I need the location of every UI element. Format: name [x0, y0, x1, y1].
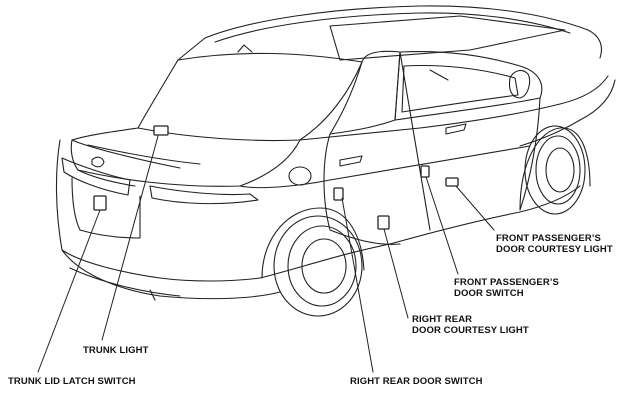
rear-spoiler — [87, 144, 201, 165]
trunk-light-marker — [153, 125, 169, 136]
leader-trunk-light — [101, 135, 159, 341]
leader-front-passenger-door-switch — [425, 176, 459, 275]
car-roof — [177, 5, 603, 61]
label-line: TRUNK LID LATCH SWITCH — [8, 376, 136, 387]
front-door-handle — [445, 123, 467, 135]
label-line: DOOR COURTESY LIGHT — [496, 244, 613, 255]
shark-fin-antenna — [237, 44, 253, 53]
right-rear-door-switch-marker — [333, 187, 344, 201]
label-front-passenger-door-switch: FRONT PASSENGER’S DOOR SWITCH — [454, 277, 559, 299]
license-plate-area — [71, 156, 141, 239]
label-line: RIGHT REAR DOOR SWITCH — [350, 376, 483, 387]
body-side — [239, 75, 616, 279]
label-trunk-lid-latch-switch: TRUNK LID LATCH SWITCH — [8, 376, 136, 387]
rear-bumper — [55, 139, 281, 301]
label-trunk-light: TRUNK LIGHT — [83, 345, 148, 356]
leader-trunk-lid-latch-switch — [37, 209, 101, 373]
taillights — [61, 157, 259, 205]
component-markers — [93, 125, 459, 230]
front-passenger-door-switch-marker — [420, 165, 430, 178]
label-line: FRONT PASSENGER’S — [496, 233, 601, 244]
label-line: DOOR COURTESY LIGHT — [412, 325, 529, 336]
leader-right-rear-door-switch — [341, 197, 374, 373]
rear-wheel — [261, 207, 365, 317]
leader-right-rear-door-courtesy-light — [383, 228, 409, 319]
leader-front-passenger-door-courtesy-light — [455, 185, 495, 231]
label-line: RIGHT REAR — [412, 314, 473, 325]
trunk-lid-latch-switch-marker — [93, 195, 107, 211]
label-right-rear-door-switch: RIGHT REAR DOOR SWITCH — [350, 376, 483, 387]
label-line: FRONT PASSENGER’S — [454, 277, 559, 288]
right-rear-door-courtesy-light-marker — [377, 215, 390, 230]
label-right-rear-door-courtesy-light: RIGHT REAR DOOR COURTESY LIGHT — [412, 314, 529, 336]
rear-window — [137, 52, 363, 142]
label-line: DOOR SWITCH — [454, 288, 524, 299]
doors — [323, 51, 541, 245]
rear-door-handle — [339, 155, 363, 167]
side-windows — [329, 50, 543, 135]
front-passenger-door-courtesy-light-marker — [445, 177, 459, 187]
front-wheel — [519, 125, 591, 215]
label-line: TRUNK LIGHT — [83, 345, 149, 356]
sunroof — [329, 15, 566, 61]
leader-lines — [37, 135, 495, 373]
side-mirror — [508, 69, 531, 99]
fuel-door — [288, 166, 312, 186]
trunk-lid — [70, 127, 301, 187]
label-front-passenger-door-courtesy-light: FRONT PASSENGER’S DOOR COURTESY LIGHT — [496, 233, 613, 255]
